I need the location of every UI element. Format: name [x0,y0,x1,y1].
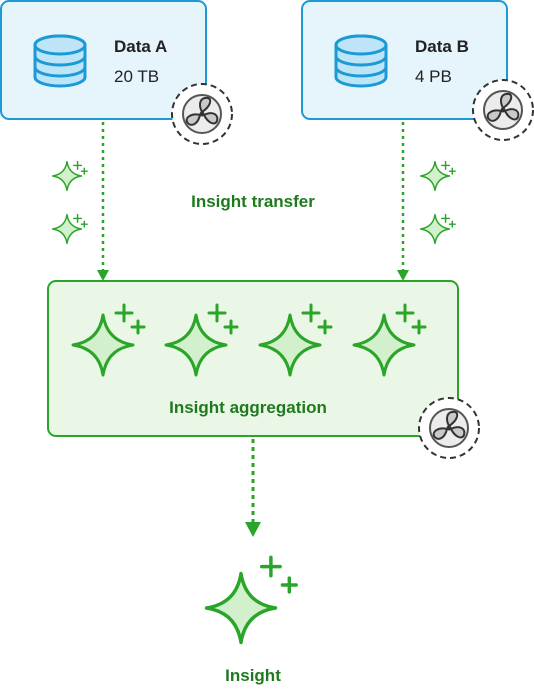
data-source-b [301,0,508,120]
output-arrow [245,439,261,537]
source-a-label: Data A [114,37,168,56]
aggregation-label: Insight aggregation [169,398,327,417]
data-source-a [0,0,207,120]
sparkle-icon [51,160,88,192]
source-b-label: Data B [415,37,469,56]
sparkle-icon [419,160,456,192]
sparkle-icon [419,213,456,245]
output-label: Insight [225,666,281,685]
transfer-label: Insight transfer [191,192,315,211]
database-icon [334,34,388,88]
fan-icon [418,397,480,459]
transfer-arrow-a [97,122,109,281]
sparkle-icon [204,555,298,645]
transfer-arrow-b [397,122,409,281]
aggregation-box [47,280,459,437]
database-icon [33,34,87,88]
source-b-size: 4 PB [415,67,452,86]
fan-icon [171,83,233,145]
fan-icon [472,79,534,141]
sparkle-icon [51,213,88,245]
source-a-size: 20 TB [114,67,160,86]
